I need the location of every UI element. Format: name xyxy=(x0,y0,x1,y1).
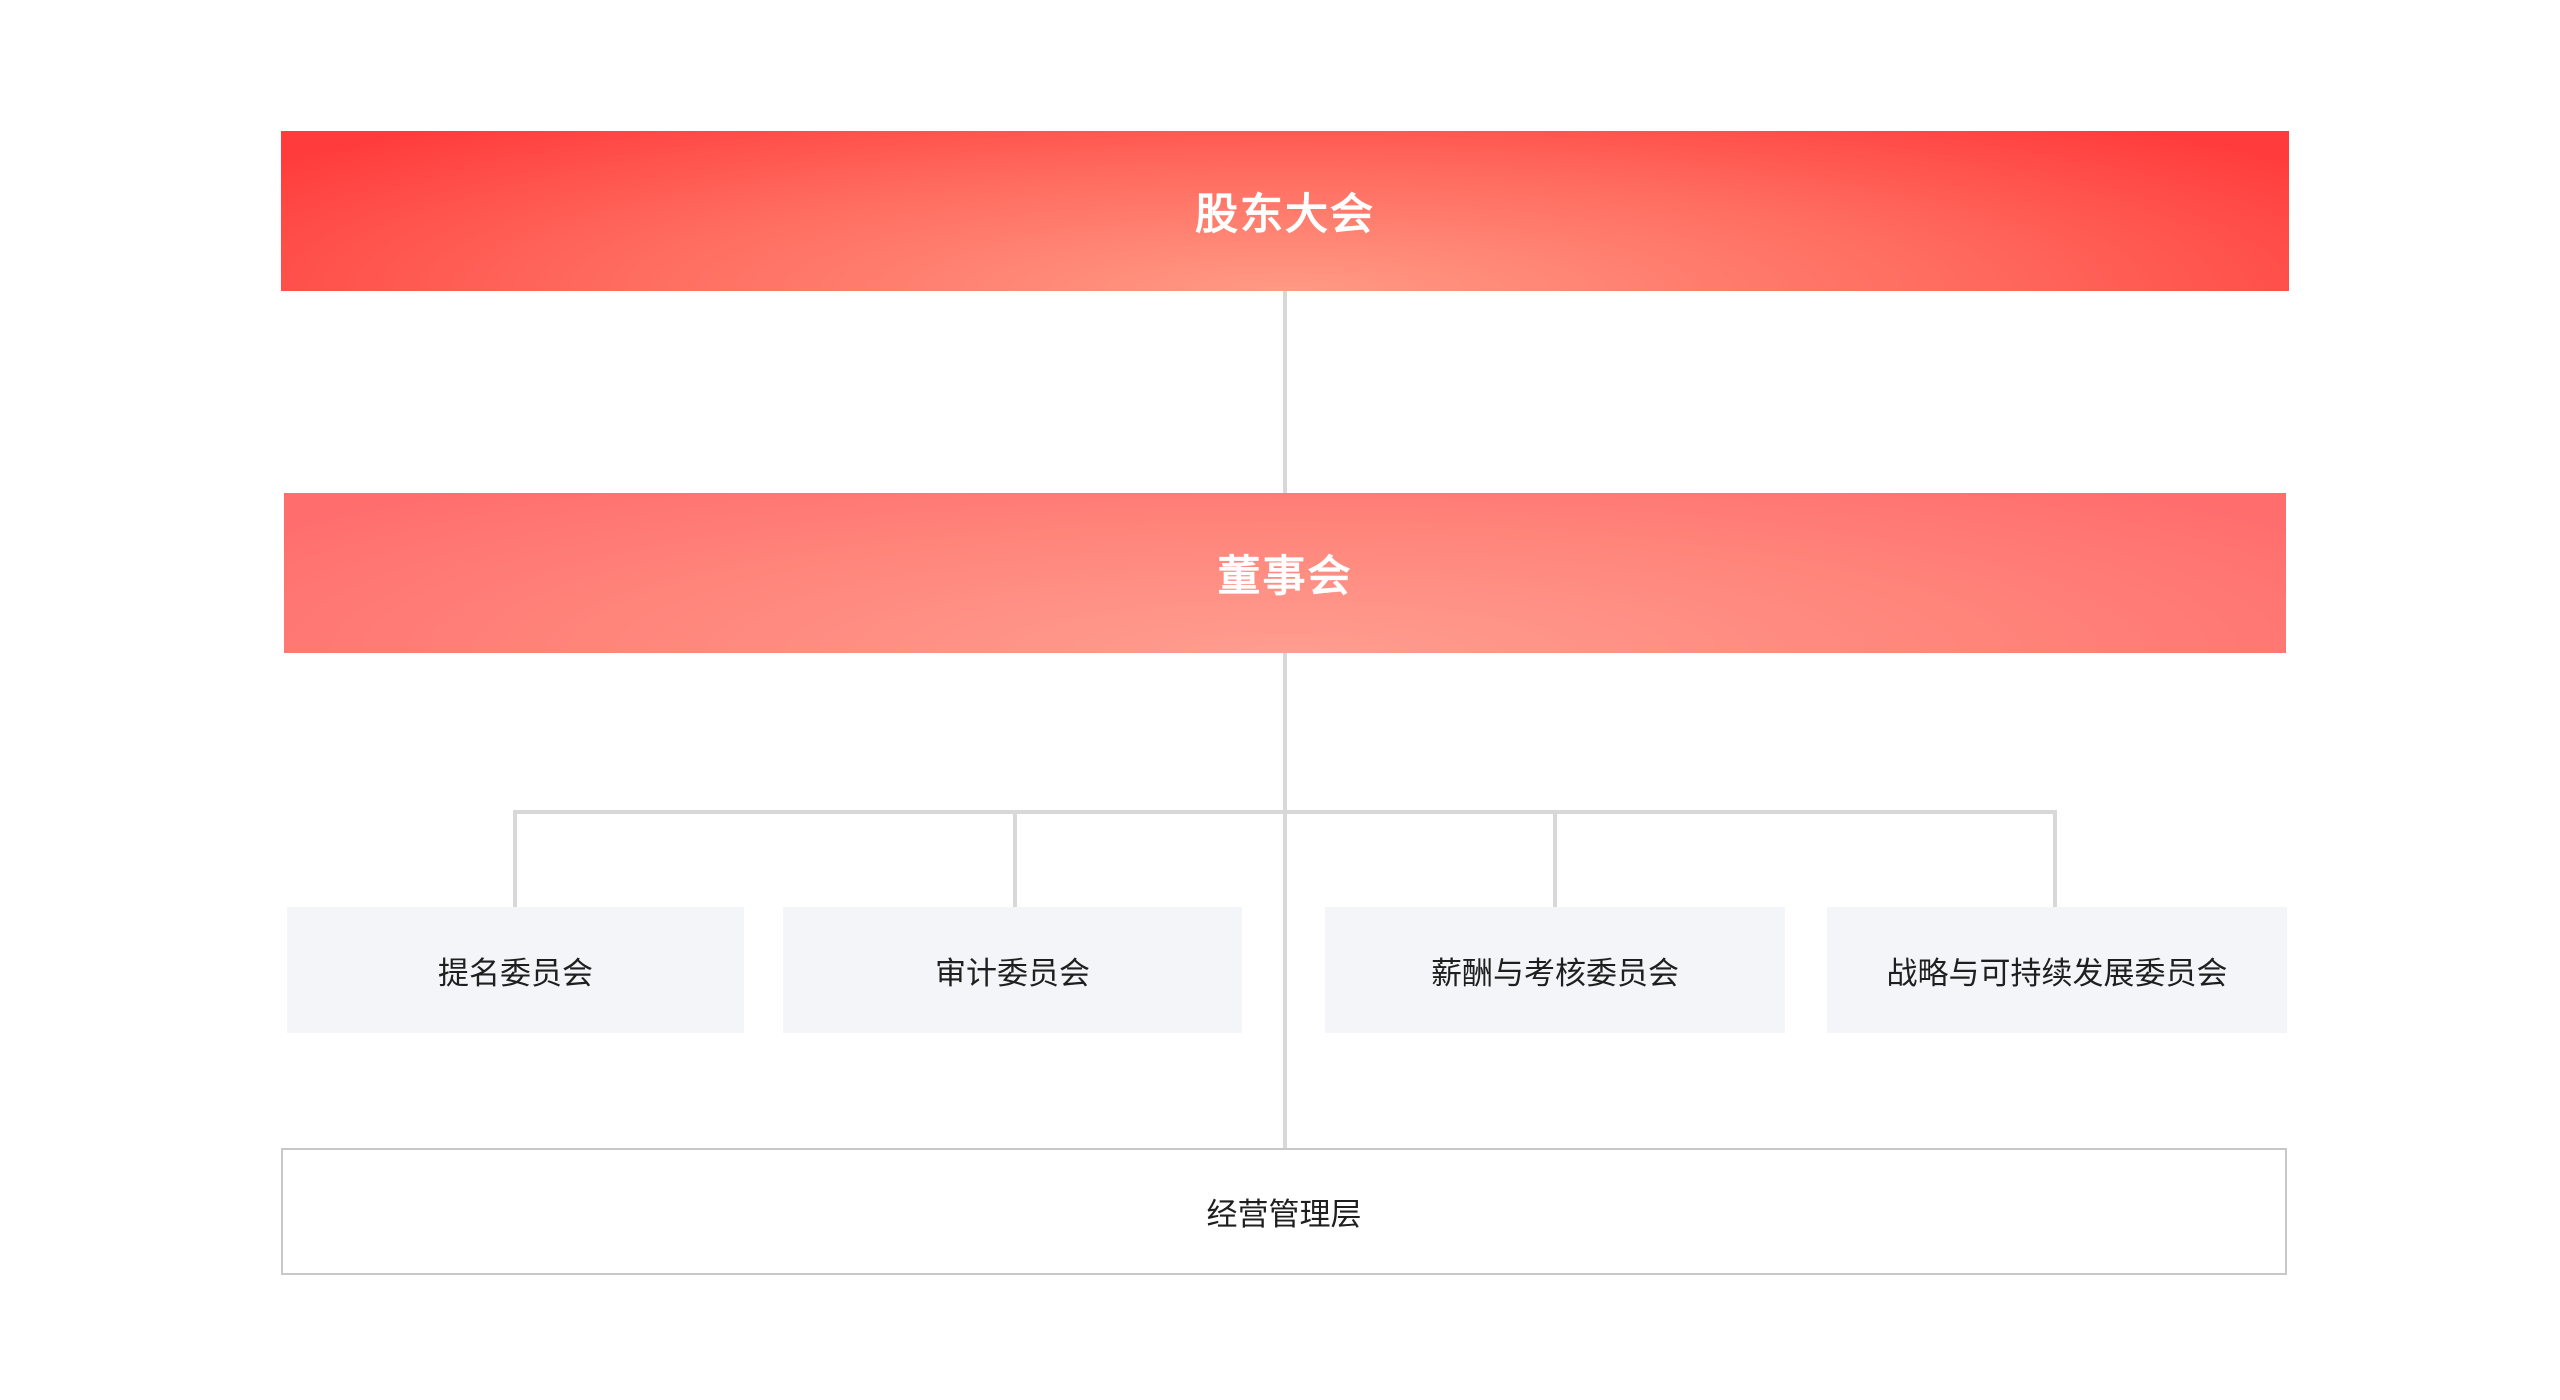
committee-nomination-label: 提名委员会 xyxy=(438,955,593,992)
management-label: 经营管理层 xyxy=(1206,1197,1362,1233)
committee-remuneration-label: 薪酬与考核委员会 xyxy=(1431,955,1679,992)
connector-to-strategy xyxy=(2053,810,2057,907)
board-of-directors-label: 董事会 xyxy=(1217,552,1353,602)
committee-strategy: 战略与可持续发展委员会 xyxy=(1827,907,2287,1033)
committee-strategy-label: 战略与可持续发展委员会 xyxy=(1886,955,2228,992)
board-of-directors-box: 董事会 xyxy=(284,493,2286,653)
connector-to-remuneration xyxy=(1553,810,1557,907)
shareholders-meeting-label: 股东大会 xyxy=(1195,190,1375,240)
committee-audit: 审计委员会 xyxy=(783,907,1242,1033)
connector-shareholders-to-board xyxy=(1283,291,1287,493)
committee-audit-label: 审计委员会 xyxy=(935,955,1090,992)
connector-to-nomination xyxy=(513,810,517,907)
committee-nomination: 提名委员会 xyxy=(287,907,744,1033)
connector-board-to-management xyxy=(1283,653,1287,1149)
shareholders-meeting-box: 股东大会 xyxy=(281,131,2289,291)
connector-to-audit xyxy=(1013,810,1017,907)
committee-remuneration: 薪酬与考核委员会 xyxy=(1325,907,1785,1033)
management-box: 经营管理层 xyxy=(281,1148,2287,1275)
connector-committee-bus xyxy=(513,810,2057,814)
